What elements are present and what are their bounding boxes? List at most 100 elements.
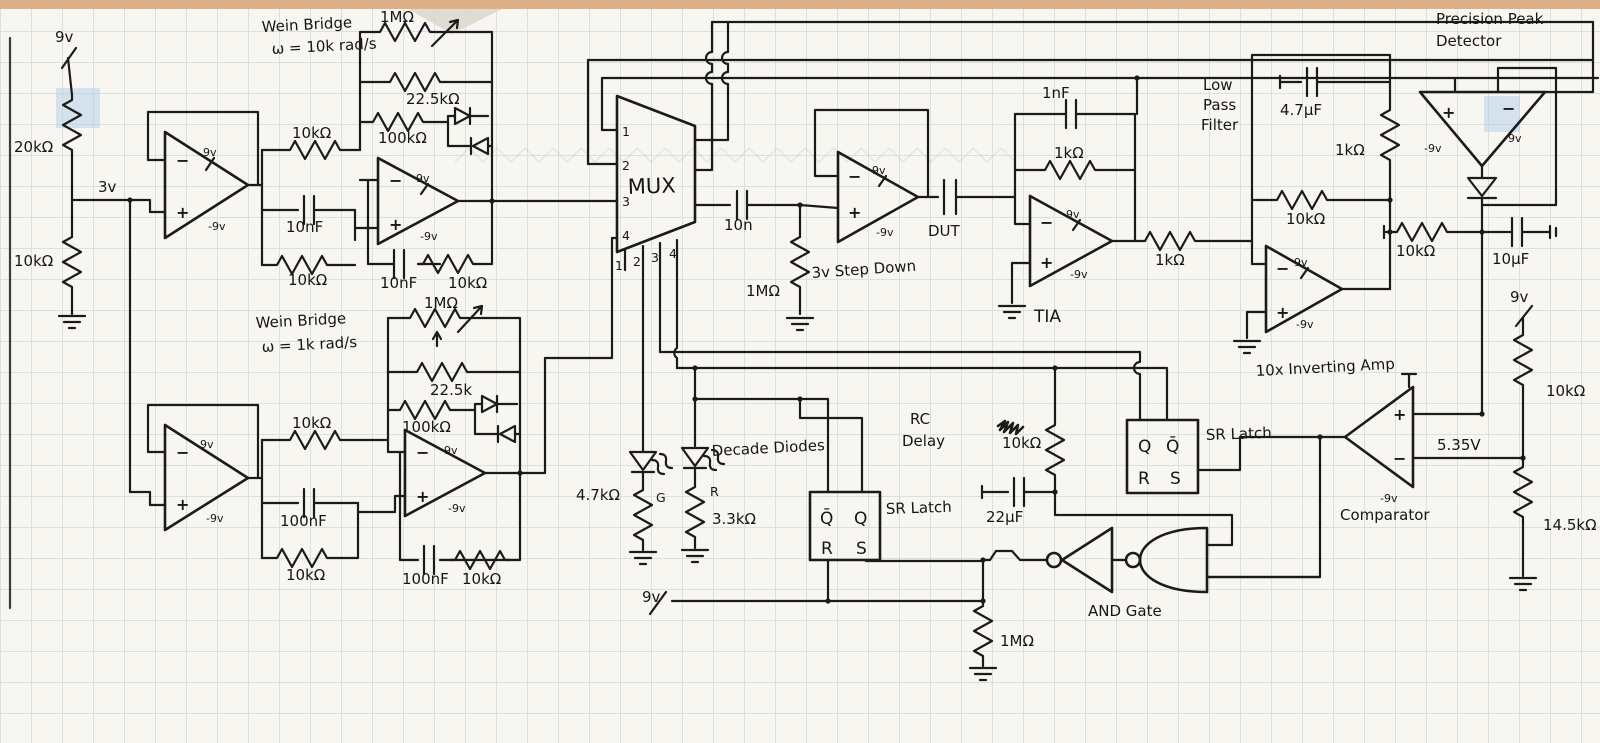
resistor-label: 10kΩ: [462, 570, 501, 588]
wire: [1411, 412, 1525, 460]
supply-label: 9v: [55, 28, 74, 46]
latch-s: S: [856, 539, 867, 559]
wire: [1013, 98, 1137, 243]
comparator-label: Comparator: [1340, 506, 1430, 524]
wire: [1010, 261, 1032, 305]
resistor-label: 100kΩ: [378, 129, 427, 147]
resistor: [283, 139, 347, 161]
pot-label: 1MΩ: [424, 294, 458, 312]
lpf-inverting-amp: Low Pass Filter 4.7μF 1kΩ 10kΩ − + 9v -9…: [1201, 53, 1401, 380]
rail-pos: 9v: [1508, 132, 1522, 145]
sr-latch-right: Q Q̄ R S SR Latch: [658, 350, 1272, 495]
supply-stub: [60, 46, 78, 97]
junction: [692, 365, 698, 371]
led-light-squiggles: [650, 452, 674, 476]
resistor-label: 10kΩ: [286, 566, 325, 584]
supply-label: 9v: [642, 588, 661, 606]
nand-gate-body: [1138, 526, 1209, 594]
ground-symbol: [57, 314, 87, 330]
resistor: [383, 71, 447, 93]
wire: [386, 316, 522, 475]
wein2-omega: ω = 1k rad/s: [261, 333, 357, 356]
opamp-plus: +: [389, 215, 402, 234]
junction: [1387, 197, 1393, 203]
opamp-triangle: [163, 130, 250, 240]
resistor: [1270, 189, 1334, 211]
mux-select-lines: [623, 238, 679, 454]
latch-r: R: [1138, 469, 1150, 489]
wire: [146, 110, 264, 267]
junction: [1134, 75, 1140, 81]
resistor-label: 10kΩ: [448, 274, 487, 292]
resistor-label: 10kΩ: [1002, 434, 1041, 452]
tape-sticker: [56, 88, 100, 128]
mux-body: [615, 94, 697, 254]
rail-pos: 9v: [1294, 256, 1308, 269]
wire: [648, 590, 985, 616]
resistor-label: 22.5k: [430, 381, 472, 399]
lpf-title-2: Pass: [1203, 96, 1236, 114]
inverter-bubble: [1045, 551, 1063, 569]
wire: [1250, 53, 1392, 243]
ground-symbol: [968, 666, 998, 682]
antiparallel-diodes: [446, 106, 494, 156]
left-voltage-divider: 9v 20kΩ 3v 10kΩ: [14, 28, 167, 494]
opamp-minus: −: [176, 443, 189, 462]
wein2-title: Wein Bridge: [255, 309, 346, 332]
capacitor-label: 22μF: [986, 508, 1023, 526]
rail-pos: 9v: [203, 146, 217, 159]
resistor: [1390, 221, 1454, 243]
decade-diodes-label: Decade Diodes: [711, 436, 825, 460]
resistor-label: 10kΩ: [1396, 242, 1435, 260]
tia-stage: 1kΩ 1nF − + 9v -9v TIA 1kΩ: [997, 84, 1254, 327]
resistor: [283, 429, 347, 451]
wein-bridge-10k: Wein Bridge ω = 10k rad/s 1MΩ 22.5kΩ 100…: [261, 8, 619, 292]
wire: [1196, 435, 1347, 579]
dut-label: DUT: [928, 222, 961, 240]
latch-box: [1125, 418, 1200, 495]
capacitor: [260, 487, 360, 519]
antiparallel-diodes: [473, 394, 522, 444]
mux-label: MUX: [627, 173, 676, 199]
tape-sticker: [1484, 96, 1520, 132]
junction: [1479, 229, 1485, 235]
capacitor-label: 10nF: [286, 218, 323, 236]
junction: [489, 198, 495, 204]
decade-diodes: Decade Diodes G 4.7kΩ R 3.3kΩ: [576, 397, 825, 566]
wein1-omega: ω = 10k rad/s: [271, 35, 377, 58]
resistor-label: 3.3kΩ: [712, 510, 756, 528]
opamp-minus: −: [1276, 259, 1289, 278]
peak-title-1: Precision Peak: [1436, 10, 1544, 28]
resistor-label: 1MΩ: [746, 282, 780, 300]
opamp-plus: +: [1040, 253, 1053, 272]
resistor: [1038, 159, 1102, 181]
opamp-minus: −: [848, 167, 861, 186]
node-3v-label: 3v: [98, 178, 117, 196]
stepdown-stage: 10n 1MΩ − + 9v -9v 3v Step Down: [693, 108, 930, 332]
wein1-title: Wein Bridge: [261, 13, 352, 36]
buffer-opamp-2: − + 9v -9v: [128, 403, 264, 560]
opamp-plus: +: [176, 495, 189, 514]
pot-wiper-arrow: [430, 18, 460, 48]
latch-label: SR Latch: [1206, 424, 1272, 444]
mux-sel-3: 3: [651, 250, 659, 265]
opamp-plus: +: [416, 487, 429, 506]
rail-neg: -9v: [420, 230, 438, 243]
wire: [1110, 558, 1322, 579]
resistor: [1512, 460, 1534, 524]
opamp-minus: −: [176, 151, 189, 170]
rail-tick: [1071, 218, 1082, 232]
led-red-label: R: [710, 484, 719, 499]
gate-bubble: [1124, 551, 1142, 569]
rail-neg: -9v: [448, 502, 466, 515]
opamp-triangle: [836, 150, 920, 244]
and-gate-label: AND Gate: [1088, 602, 1162, 620]
resistor: [632, 483, 654, 547]
mux-sel-2: 2: [633, 254, 641, 269]
opamp-triangle: [403, 428, 487, 518]
mux-pin-4: 4: [622, 228, 630, 243]
opamp-minus: −: [1040, 213, 1053, 232]
rail-pos: 9v: [416, 172, 430, 185]
rc-delay: RC Delay 10kΩ 22μF: [902, 365, 1234, 547]
